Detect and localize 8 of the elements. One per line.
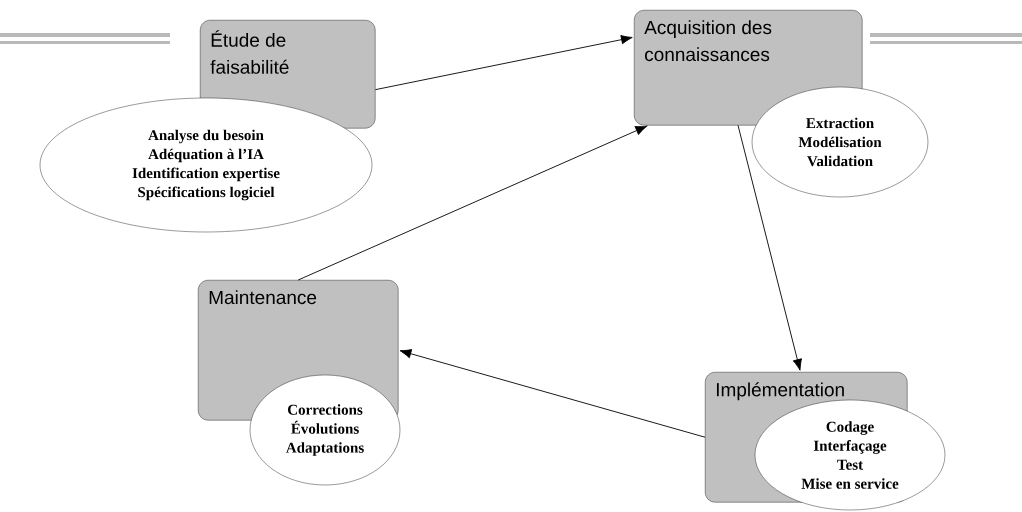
node-label: Test [837,459,864,470]
arrow [374,35,633,91]
node-label: Mise en service [801,478,899,489]
arrow [737,124,802,371]
node-label: Codage [826,421,874,435]
arrow [399,349,706,438]
node-label: Interfaçage [813,440,887,454]
arrow [297,125,648,281]
